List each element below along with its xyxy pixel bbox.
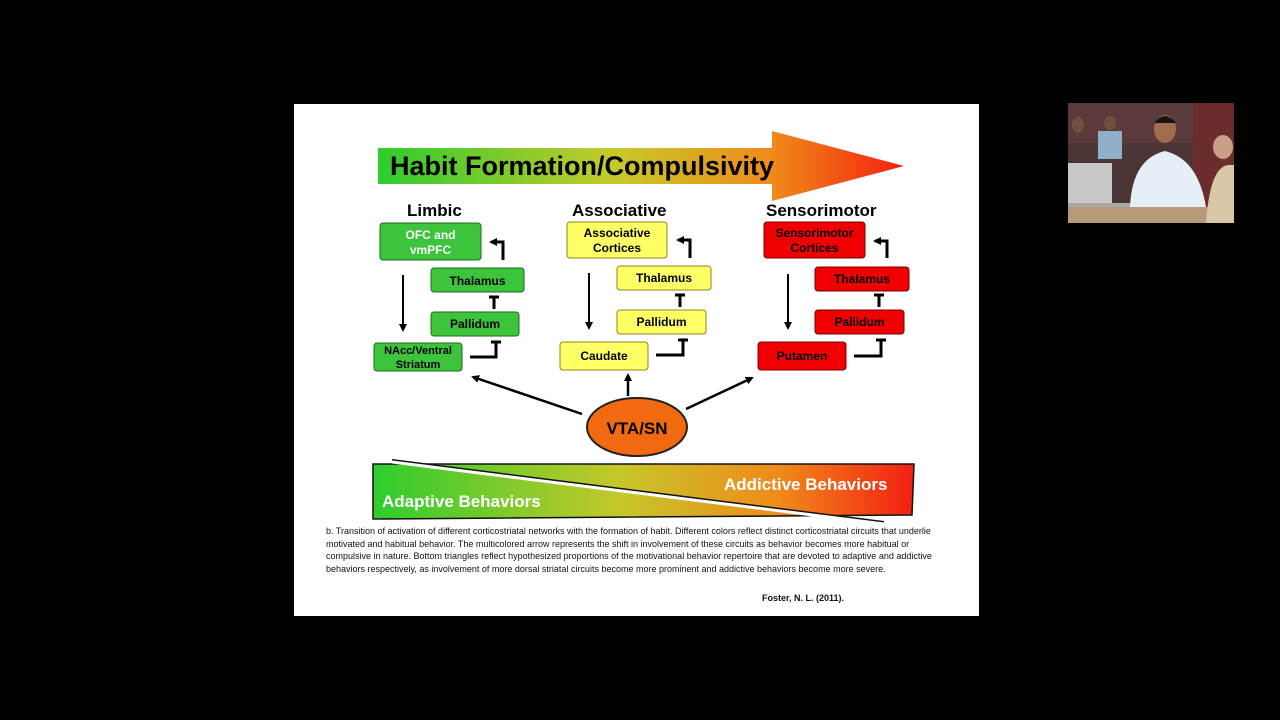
habit-formation-diagram: Habit Formation/Compulsivity Limbic Asso… xyxy=(372,131,915,526)
sensorimotor-pallidum-label: Pallidum xyxy=(834,315,884,329)
figure-caption: b. Transition of activation of different… xyxy=(326,526,932,574)
associative-striatum-to-pallidum-inhibit xyxy=(656,340,685,357)
associative-pallidum-box xyxy=(616,309,707,335)
sensorimotor-cortex-label: Sensorimotor xyxy=(775,226,853,240)
audience-person xyxy=(1213,135,1233,159)
limbic-cortex-box xyxy=(379,222,482,261)
associative-circuit: Associative Cortices Thalamus Pallidum C… xyxy=(559,221,712,371)
associative-striatum-label: Caudate xyxy=(580,349,628,363)
vta-sn-label: VTA/SN xyxy=(606,419,667,438)
limbic-cortex-label: OFC and xyxy=(406,228,456,242)
associative-striatum-box xyxy=(559,341,649,371)
behavior-proportion-triangles: Adaptive Behaviors Addictive Behaviors xyxy=(372,459,915,526)
associative-thalamus-label: Thalamus xyxy=(636,271,692,285)
sensorimotor-cortex-label: Cortices xyxy=(790,241,838,255)
associative-cortex-label: Associative xyxy=(584,226,651,240)
limbic-striatum-label: NAcc/Ventral xyxy=(384,345,452,357)
limbic-thalamus-to-cortex-arrow xyxy=(489,238,505,260)
addictive-behaviors-label: Addictive Behaviors xyxy=(724,475,887,494)
triangle-divider xyxy=(391,459,885,523)
sensorimotor-striatum-box xyxy=(757,341,847,371)
associative-pallidum-label: Pallidum xyxy=(636,315,686,329)
limbic-thalamus-box xyxy=(430,267,525,293)
background-person xyxy=(1072,117,1084,133)
laptop xyxy=(1068,163,1112,203)
sensorimotor-thalamus-to-cortex-arrow xyxy=(873,237,889,258)
presenter-body xyxy=(1130,151,1206,207)
vta-to-sensorimotor-arrow xyxy=(685,376,754,411)
associative-cortex-box xyxy=(566,221,668,259)
limbic-cortex-label: vmPFC xyxy=(410,243,452,257)
limbic-pallidum-label: Pallidum xyxy=(450,317,500,331)
adaptive-behaviors-label: Adaptive Behaviors xyxy=(382,492,541,511)
diagram-title: Habit Formation/Compulsivity xyxy=(390,151,774,181)
vta-sn-ellipse xyxy=(586,397,688,457)
sensorimotor-circuit: Sensorimotor Cortices Thalamus Pallidum … xyxy=(757,221,910,371)
sensorimotor-striatum-label: Putamen xyxy=(777,349,828,363)
limbic-header: Limbic xyxy=(407,201,462,220)
table xyxy=(1068,207,1234,223)
citation: Foster, N. L. (2011). xyxy=(762,593,845,603)
background-person xyxy=(1104,116,1116,130)
limbic-pallidum-box xyxy=(430,311,520,337)
limbic-circuit: OFC and vmPFC Thalamus Pallidum NAcc/Ven… xyxy=(373,222,525,372)
sensorimotor-cortex-box xyxy=(763,221,866,259)
associative-thalamus-to-cortex-arrow xyxy=(676,236,692,258)
habit-gradient-arrow xyxy=(378,131,904,201)
sensorimotor-pallidum-box xyxy=(814,309,905,335)
associative-header: Associative xyxy=(572,201,667,220)
presentation-slide: Habit Formation/Compulsivity Limbic Asso… xyxy=(294,104,979,616)
sensorimotor-striatum-to-pallidum-inhibit xyxy=(854,340,883,358)
limbic-striatum-to-pallidum-inhibit xyxy=(470,342,498,359)
sensorimotor-thalamus-box xyxy=(814,266,910,292)
limbic-striatum-box xyxy=(373,342,463,372)
limbic-thalamus-label: Thalamus xyxy=(449,274,505,288)
limbic-striatum-label: Striatum xyxy=(396,359,441,371)
webcam-video-feed xyxy=(1068,103,1234,223)
sensorimotor-header: Sensorimotor xyxy=(766,201,877,220)
vta-sn-node: VTA/SN xyxy=(471,373,754,457)
triangle-divider xyxy=(391,460,885,526)
vta-to-limbic-arrow xyxy=(471,375,583,416)
sensorimotor-thalamus-label: Thalamus xyxy=(834,272,890,286)
associative-cortex-label: Cortices xyxy=(593,241,641,255)
associative-thalamus-box xyxy=(616,265,712,291)
presenter-video xyxy=(1068,103,1234,223)
